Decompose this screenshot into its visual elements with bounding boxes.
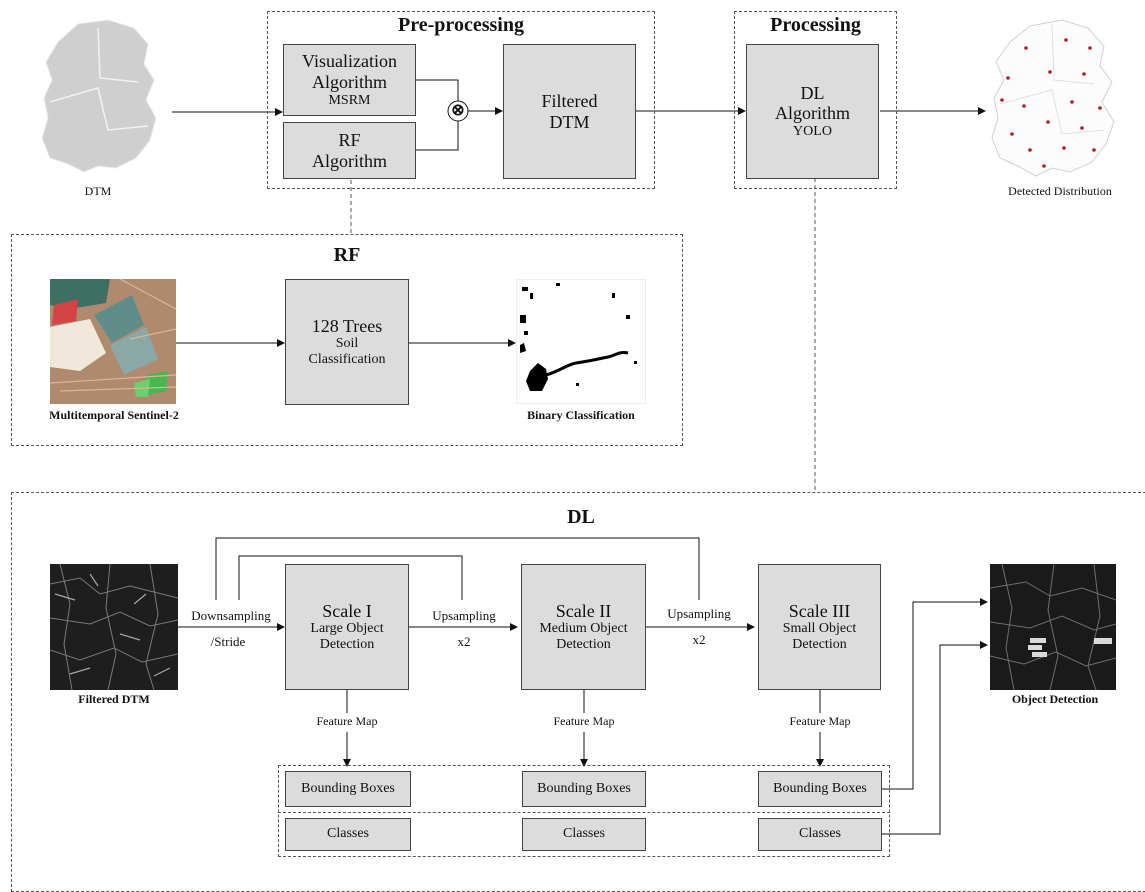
dl-algorithm-box: DL Algorithm YOLO bbox=[746, 44, 879, 179]
visualization-algorithm-box: Visualization Algorithm MSRM bbox=[283, 44, 416, 116]
bounding-boxes1: Bounding Boxes bbox=[285, 771, 411, 807]
dl-title: DL bbox=[567, 506, 595, 528]
object-detection-label: Object Detection bbox=[1011, 692, 1099, 706]
outputs-divider bbox=[278, 812, 890, 813]
filtered-dtm-box: Filtered DTM bbox=[503, 44, 636, 179]
processing-title: Processing bbox=[770, 14, 861, 36]
scale3-title: Scale III bbox=[788, 600, 851, 621]
filtered-line2: DTM bbox=[549, 111, 590, 132]
processing-group bbox=[734, 11, 897, 189]
detected-distribution-image bbox=[991, 19, 1115, 177]
trees-line2: Soil bbox=[335, 336, 359, 352]
rf-title: RF bbox=[333, 244, 361, 266]
bounding-boxes2: Bounding Boxes bbox=[522, 771, 646, 807]
classes2: Classes bbox=[522, 818, 646, 851]
preprocessing-title: Pre-processing bbox=[398, 14, 524, 36]
viz-line1: Visualization bbox=[302, 51, 397, 72]
dtm-map-image bbox=[41, 19, 157, 173]
classes1-text: Classes bbox=[327, 826, 369, 842]
stride-label: /Stride bbox=[210, 634, 246, 649]
detected-distribution-label: Detected Distribution bbox=[1008, 184, 1112, 198]
upsampling2-label: Upsampling bbox=[667, 606, 731, 621]
x2-2-label: x2 bbox=[692, 632, 706, 647]
scale2-line3: Detection bbox=[556, 637, 611, 653]
scale1-title: Scale I bbox=[322, 600, 372, 621]
classes1: Classes bbox=[285, 818, 411, 851]
classes3: Classes bbox=[758, 818, 882, 851]
classes2-text: Classes bbox=[563, 826, 605, 842]
viz-line3: MSRM bbox=[328, 92, 371, 108]
x2-1-label: x2 bbox=[457, 634, 471, 649]
sentinel-label: Multitemporal Sentinel-2 bbox=[49, 408, 179, 422]
rf-line1: RF bbox=[338, 129, 361, 150]
scale3-line3: Detection bbox=[792, 637, 847, 653]
scale3-line2: Small Object bbox=[782, 621, 857, 637]
filtered-line1: Filtered bbox=[541, 90, 598, 111]
scale3-box: Scale III Small Object Detection bbox=[758, 564, 881, 690]
outputs-group bbox=[278, 765, 890, 857]
binary-label: Binary Classification bbox=[527, 408, 635, 422]
scale2-box: Scale II Medium Object Detection bbox=[521, 564, 646, 690]
scale1-line3: Detection bbox=[319, 637, 375, 653]
rf-line2: Algorithm bbox=[312, 150, 387, 171]
preprocessing-group bbox=[267, 11, 655, 189]
scale1-line2: Large Object bbox=[310, 621, 384, 637]
bbox2-text: Bounding Boxes bbox=[537, 780, 631, 796]
combine-icon: ⊗ bbox=[451, 102, 465, 119]
trees-classification-box: 128 Trees Soil Classification bbox=[285, 279, 409, 405]
feature-map2-label: Feature Map bbox=[553, 714, 615, 728]
sentinel-image bbox=[50, 279, 176, 404]
trees-line1: 128 Trees bbox=[311, 315, 383, 336]
classes3-text: Classes bbox=[799, 826, 841, 842]
rf-group bbox=[11, 234, 683, 446]
bounding-boxes3: Bounding Boxes bbox=[758, 771, 882, 807]
dl-line2: Algorithm bbox=[775, 103, 850, 124]
object-detection-image bbox=[990, 564, 1116, 690]
bbox1-text: Bounding Boxes bbox=[301, 780, 395, 796]
filtered-dtm-image bbox=[50, 564, 178, 690]
dl-filtered-dtm-label: Filtered DTM bbox=[78, 692, 150, 706]
dl-line3: YOLO bbox=[793, 124, 832, 140]
trees-line3: Classification bbox=[308, 352, 386, 368]
feature-map3-label: Feature Map bbox=[789, 714, 851, 728]
rf-algorithm-box: RF Algorithm bbox=[283, 122, 416, 179]
scale2-title: Scale II bbox=[555, 600, 612, 621]
scale2-line2: Medium Object bbox=[539, 621, 628, 637]
dtm-label: DTM bbox=[84, 184, 112, 198]
dl-line1: DL bbox=[800, 82, 825, 103]
downsampling-label: Downsampling bbox=[191, 608, 271, 623]
upsampling1-label: Upsampling bbox=[432, 608, 496, 623]
scale1-box: Scale I Large Object Detection bbox=[285, 564, 409, 690]
feature-map1-label: Feature Map bbox=[316, 714, 378, 728]
bbox3-text: Bounding Boxes bbox=[773, 780, 867, 796]
binary-classification-image bbox=[516, 279, 646, 404]
viz-line2: Algorithm bbox=[312, 71, 387, 92]
